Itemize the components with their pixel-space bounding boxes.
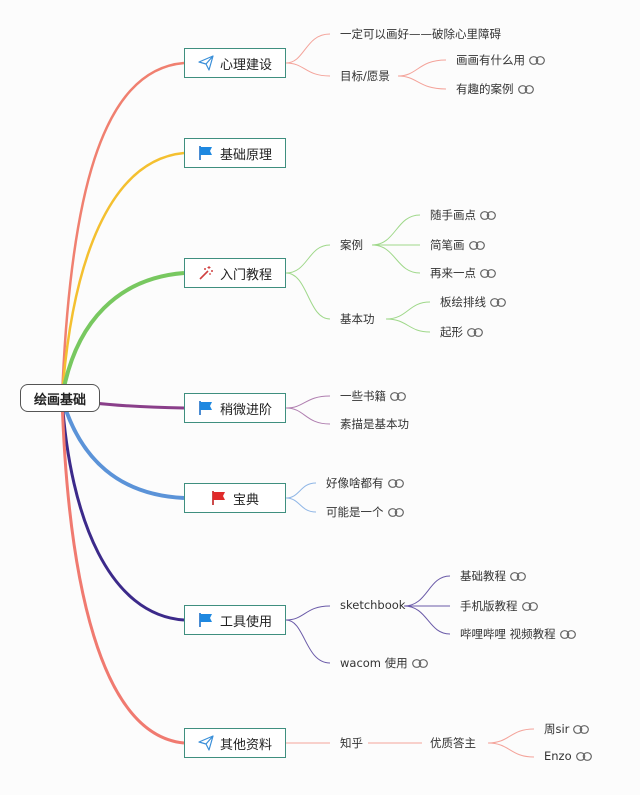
link-icon[interactable]	[387, 478, 404, 488]
branch-line-5	[60, 397, 185, 500]
leaf-topic[interactable]: 基础教程	[460, 568, 526, 584]
link-icon[interactable]	[468, 240, 485, 250]
leaf-topic[interactable]: 知乎	[340, 736, 363, 750]
leaf-topic[interactable]: 起形	[440, 324, 483, 340]
link-icon[interactable]	[467, 327, 483, 337]
send-icon	[198, 55, 214, 71]
leaf-topic[interactable]: 有趣的案例	[456, 81, 534, 97]
link-icon[interactable]	[529, 55, 545, 65]
branch-label: 基础原理	[219, 147, 272, 163]
leaf-topic[interactable]: 随手画点	[430, 207, 496, 223]
link-icon[interactable]	[559, 629, 576, 639]
branch-label: 其他资料	[219, 737, 272, 753]
branch-node-principles[interactable]: 基础原理	[184, 138, 286, 168]
branch-label: 宝典	[232, 492, 259, 508]
branch-label: 心理建设	[219, 57, 272, 73]
branch-node-advanced[interactable]: 稍微进阶	[184, 393, 286, 423]
branch-line-2	[60, 151, 185, 399]
link-icon[interactable]	[390, 391, 406, 401]
branch-node-resources[interactable]: 其他资料	[184, 728, 286, 758]
flag-blue-icon	[199, 401, 212, 415]
flag-red-icon	[212, 491, 225, 505]
link-icon[interactable]	[573, 724, 590, 734]
send-icon	[198, 735, 214, 751]
branch-line-1	[60, 61, 185, 399]
branch-node-tools[interactable]: 工具使用	[184, 605, 286, 635]
branch-line-6	[60, 397, 185, 622]
link-icon[interactable]	[411, 658, 428, 668]
branch-node-beginner[interactable]: 入门教程	[184, 258, 286, 288]
link-icon[interactable]	[480, 210, 496, 220]
flag-blue-icon	[199, 146, 212, 160]
leaf-topic[interactable]: sketchbook	[340, 598, 406, 612]
leaf-topic[interactable]: 画画有什么用	[456, 52, 545, 68]
leaf-topic[interactable]: 一些书籍	[340, 388, 406, 404]
link-icon[interactable]	[480, 268, 496, 278]
root-node[interactable]: 绘画基础	[20, 384, 100, 412]
leaf-topic[interactable]: 板绘排线	[440, 294, 506, 310]
branch-line-7	[60, 397, 185, 745]
link-icon[interactable]	[575, 751, 592, 761]
branch-node-treasury[interactable]: 宝典	[184, 483, 286, 513]
leaf-topic[interactable]: 案例	[340, 238, 363, 252]
branch-label: 稍微进阶	[219, 402, 272, 418]
link-icon[interactable]	[387, 507, 404, 517]
link-icon[interactable]	[510, 571, 526, 581]
leaf-topic[interactable]: Enzo	[544, 749, 592, 763]
link-icon[interactable]	[490, 297, 506, 307]
branch-label: 工具使用	[219, 614, 272, 630]
leaf-topic[interactable]: 好像啥都有	[326, 475, 404, 491]
leaf-topic[interactable]: 手机版教程	[460, 598, 538, 614]
leaf-topic[interactable]: 素描是基本功	[340, 417, 409, 431]
leaf-topic[interactable]: 一定可以画好——破除心里障碍	[340, 27, 501, 41]
branch-line-3	[60, 271, 185, 399]
flag-blue-icon	[199, 613, 212, 627]
link-icon[interactable]	[517, 84, 534, 94]
leaf-topic[interactable]: 可能是一个	[326, 504, 404, 520]
link-icon[interactable]	[521, 601, 538, 611]
leaf-topic[interactable]: wacom 使用	[340, 655, 428, 671]
leaf-topic[interactable]: 周sir	[544, 721, 590, 737]
branch-label: 入门教程	[219, 267, 272, 283]
branch-node-psychology[interactable]: 心理建设	[184, 48, 286, 78]
leaf-topic[interactable]: 再来一点	[430, 265, 496, 281]
leaf-topic[interactable]: 基本功	[340, 312, 375, 326]
leaf-topic[interactable]: 目标/愿景	[340, 69, 390, 83]
leaf-topic[interactable]: 哔哩哔哩 视频教程	[460, 626, 576, 642]
magic-wand-icon	[199, 266, 213, 280]
leaf-topic[interactable]: 简笔画	[430, 237, 485, 253]
leaf-topic[interactable]: 优质答主	[430, 736, 476, 750]
